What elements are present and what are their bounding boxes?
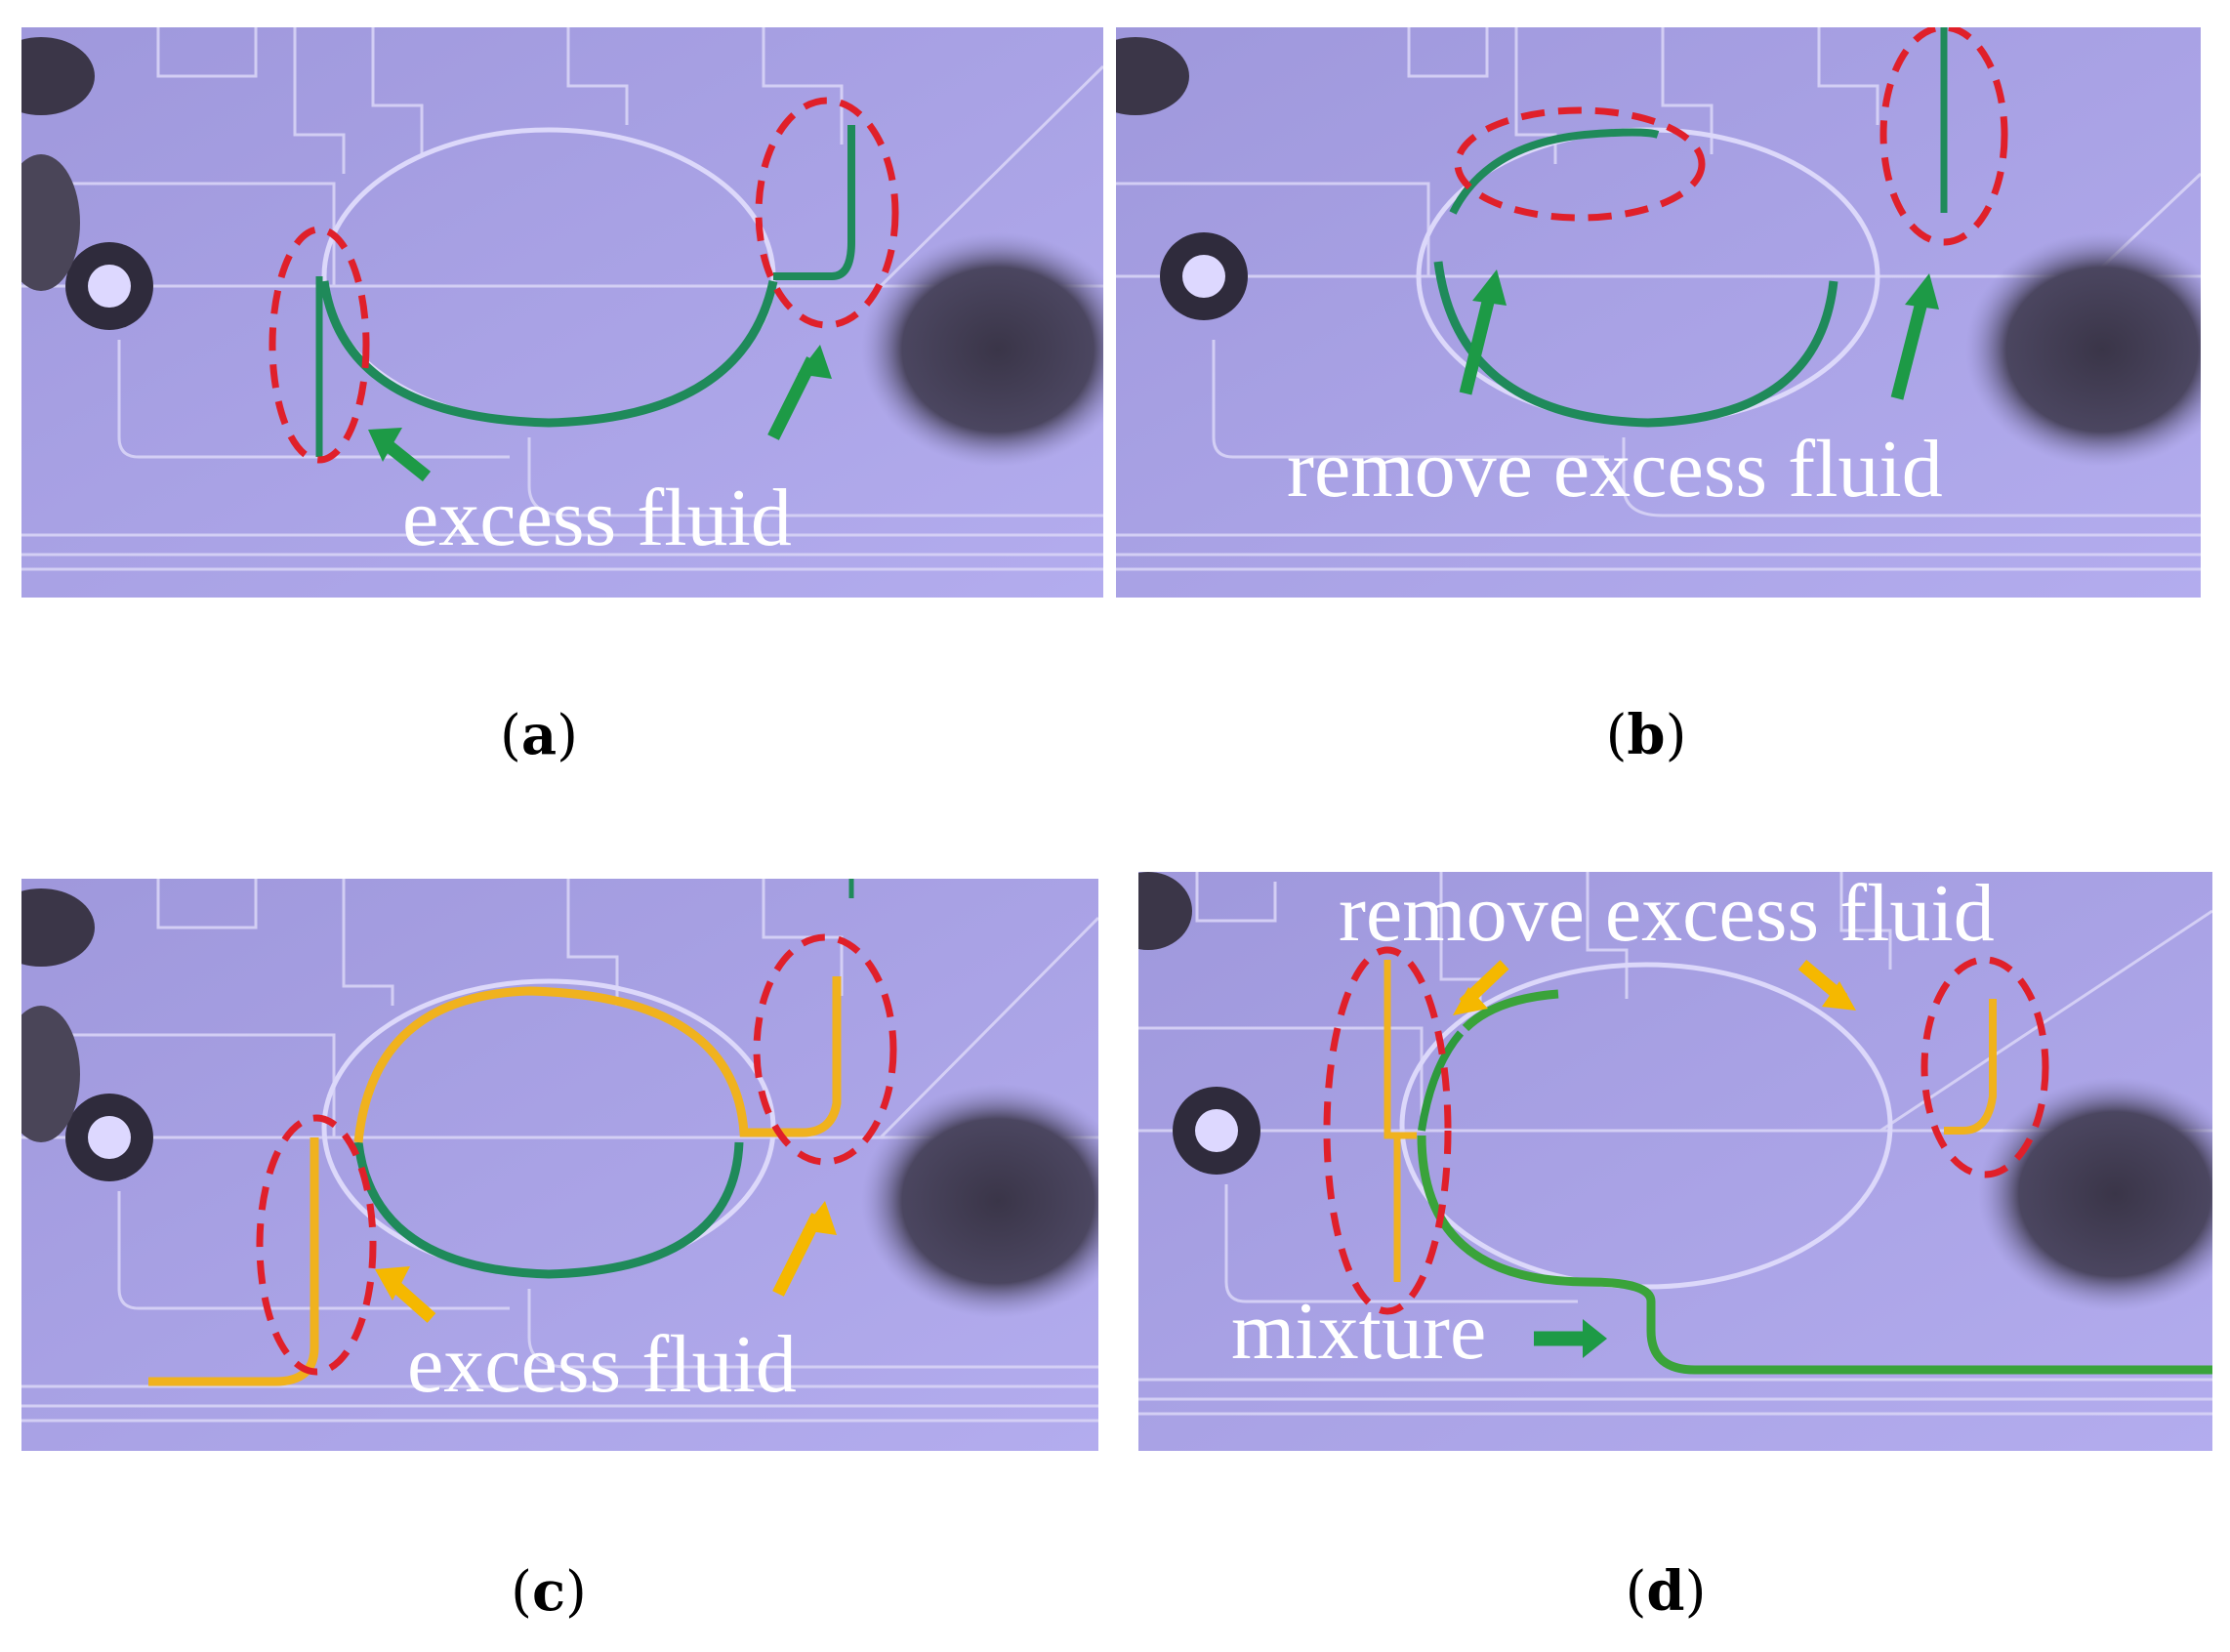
panel-d-label-mixture: mixture xyxy=(1231,1286,1486,1377)
panel-c-label-excess-fluid: excess fluid xyxy=(407,1319,797,1410)
caption-a: (a) xyxy=(499,703,578,767)
panel-c-photo: excess fluid xyxy=(21,879,1098,1451)
panel-b-label-remove-excess-fluid: remove excess fluid xyxy=(1287,424,1943,515)
caption-d: (d) xyxy=(1625,1559,1707,1624)
panel-d-label-remove-excess-fluid: remove excess fluid xyxy=(1339,872,1995,959)
caption-c: (c) xyxy=(511,1559,587,1624)
panel-d-photo: remove excess fluid mixture xyxy=(1138,872,2212,1451)
panel-b-photo: remove excess fluid xyxy=(1116,27,2201,598)
panel-a-label-excess-fluid: excess fluid xyxy=(402,473,792,563)
panel-a-photo: excess fluid xyxy=(21,27,1103,598)
caption-b: (b) xyxy=(1605,703,1687,767)
